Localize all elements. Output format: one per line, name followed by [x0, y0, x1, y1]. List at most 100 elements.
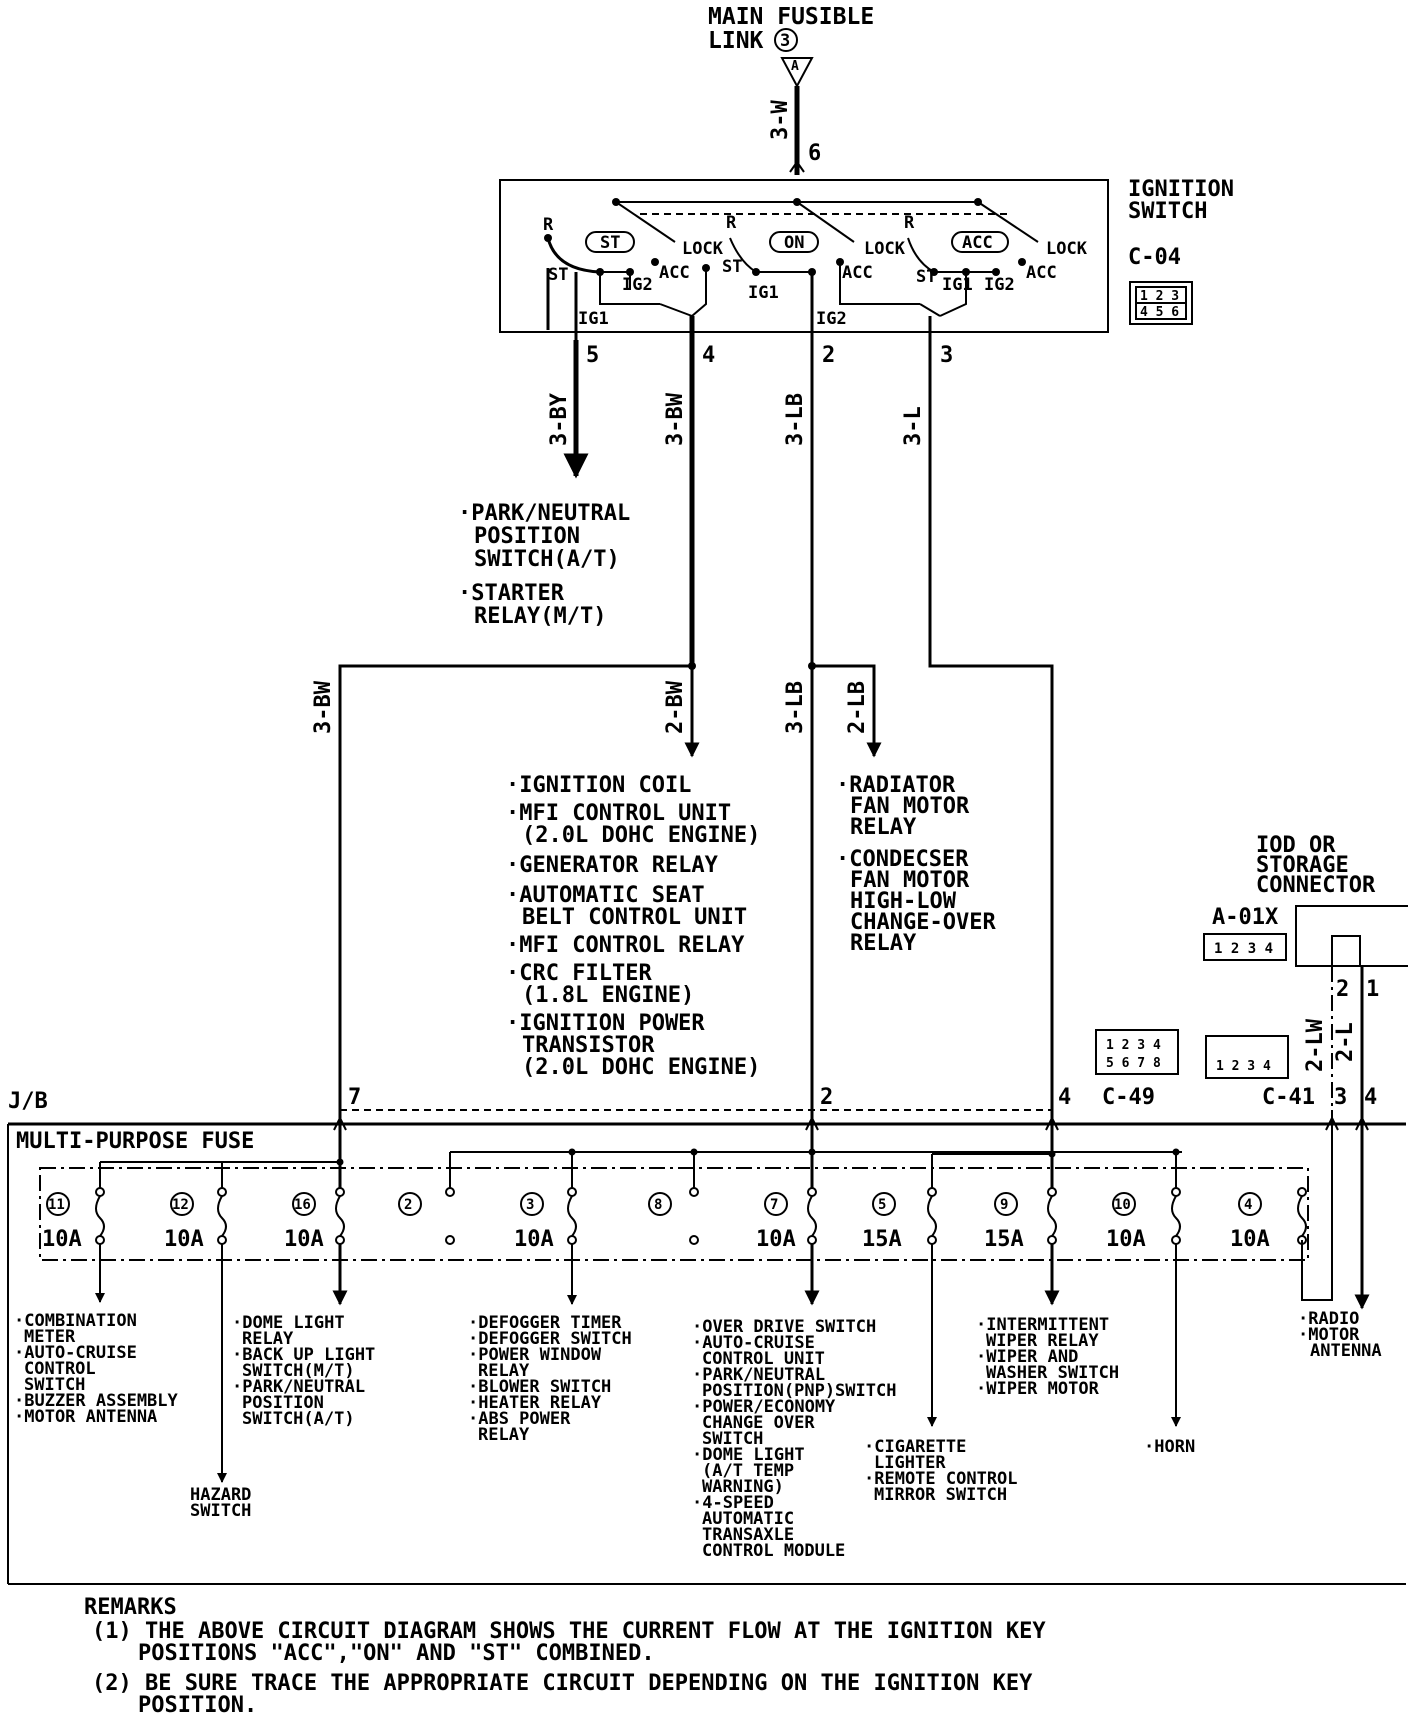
svg-text:·CRC FILTER: ·CRC FILTER — [506, 961, 652, 986]
jb-input-pin-2: 2 — [820, 1085, 833, 1110]
svg-text:·4-SPEED: ·4-SPEED — [692, 1493, 774, 1513]
iod-title-2: STORAGE — [1256, 853, 1349, 878]
svg-text:CHANGE-OVER: CHANGE-OVER — [850, 910, 996, 935]
fusible-link-triangle-icon — [780, 57, 814, 89]
fuse-16: 16 10A — [284, 1187, 345, 1252]
svg-text:·IGNITION COIL: ·IGNITION COIL — [506, 773, 691, 798]
svg-text:CONTROL MODULE: CONTROL MODULE — [702, 1541, 845, 1561]
fuse-block-title: MULTI-PURPOSE FUSE — [16, 1129, 254, 1154]
svg-text:·MFI CONTROL RELAY: ·MFI CONTROL RELAY — [506, 933, 745, 958]
loads-fuse-10: ·HORN — [1144, 1437, 1195, 1457]
svg-text:·MFI CONTROL UNIT: ·MFI CONTROL UNIT — [506, 801, 731, 826]
ignition-switch-connector-label: C-04 — [1128, 245, 1181, 270]
fuse-4: 4 10A — [1230, 1187, 1307, 1252]
output-pin-4: 4 — [702, 343, 715, 368]
svg-text:·RADIATOR: ·RADIATOR — [836, 773, 956, 798]
svg-text:3: 3 — [526, 1197, 534, 1213]
svg-text:POSITION(PNP)SWITCH: POSITION(PNP)SWITCH — [702, 1381, 896, 1401]
svg-text:1 2 3 4: 1 2 3 4 — [1216, 1059, 1271, 1074]
jb-input-pin-4b: 4 — [1364, 1085, 1377, 1110]
svg-text:BELT CONTROL UNIT: BELT CONTROL UNIT — [522, 905, 747, 930]
contact-ig1-3: IG1 — [942, 275, 973, 295]
iod-wire-label-lw: 2-LW — [1303, 1018, 1328, 1072]
c49-label: C-49 — [1102, 1085, 1155, 1110]
output-wire-label-3-l: 3-L — [901, 406, 926, 446]
contact-ig2-3: IG2 — [984, 275, 1015, 295]
svg-text:HAZARD: HAZARD — [190, 1485, 251, 1505]
jb-input-pin-7: 7 — [348, 1085, 361, 1110]
svg-text:(2.0L DOHC ENGINE): (2.0L DOHC ENGINE) — [522, 823, 760, 848]
iod-wire-label-l: 2-L — [1333, 1022, 1358, 1062]
svg-text:METER: METER — [24, 1327, 76, 1347]
svg-text:4: 4 — [1244, 1197, 1252, 1213]
contact-r-2: R — [726, 213, 737, 233]
remarks-line-3: (2) BE SURE TRACE THE APPROPRIATE CIRCUI… — [92, 1671, 1033, 1696]
svg-text:SWITCH(A/T): SWITCH(A/T) — [474, 547, 620, 572]
svg-text:1 2 3 4: 1 2 3 4 — [1214, 941, 1273, 957]
contact-r-3: R — [904, 213, 915, 233]
main-fusible-link-label-2: LINK — [708, 28, 764, 54]
output-pin-5: 5 — [586, 343, 599, 368]
fuse-12: 12 10A — [164, 1187, 227, 1252]
loads-fuse-11: ·COMBINATION METER ·AUTO-CRUISE CONTROL … — [14, 1311, 179, 1427]
svg-text:·ABS POWER: ·ABS POWER — [468, 1409, 571, 1429]
fuse-block-outline — [39, 1167, 1309, 1261]
svg-text:FAN MOTOR: FAN MOTOR — [850, 868, 970, 893]
svg-text:FAN MOTOR: FAN MOTOR — [850, 794, 970, 819]
supply-pin-arrow — [789, 160, 805, 173]
svg-text:5 6 7 8: 5 6 7 8 — [1106, 1056, 1161, 1071]
svg-text:·RADIO: ·RADIO — [1298, 1309, 1359, 1329]
svg-text:16: 16 — [294, 1197, 311, 1213]
svg-text:CONTROL UNIT: CONTROL UNIT — [702, 1349, 825, 1369]
fan-loads: ·RADIATOR FAN MOTOR RELAY ·CONDECSER FAN… — [836, 773, 996, 956]
svg-text:AUTOMATIC: AUTOMATIC — [702, 1509, 794, 1529]
output-wire-label-3-lb: 3-LB — [783, 393, 808, 446]
fuse-7: 7 10A — [756, 1187, 817, 1252]
svg-text:·WIPER AND: ·WIPER AND — [976, 1347, 1078, 1367]
svg-text:(2.0L DOHC ENGINE): (2.0L DOHC ENGINE) — [522, 1055, 760, 1080]
svg-text:10: 10 — [1114, 1197, 1131, 1213]
svg-text:12: 12 — [172, 1197, 189, 1213]
svg-text:·GENERATOR RELAY: ·GENERATOR RELAY — [506, 853, 719, 878]
fuse-output-wires — [95, 1244, 1181, 1483]
fusible-link-letter: A — [791, 59, 799, 74]
jb-input-pin-4: 4 — [1058, 1085, 1071, 1110]
svg-text:·HORN: ·HORN — [1144, 1437, 1195, 1457]
contact-lock-1: LOCK — [682, 239, 724, 259]
output-wire-3-l — [928, 316, 1054, 1110]
svg-text:RELAY: RELAY — [478, 1361, 530, 1381]
svg-text:·INTERMITTENT: ·INTERMITTENT — [976, 1315, 1109, 1335]
on-position-badge — [769, 231, 819, 253]
contact-lock-3: LOCK — [1046, 239, 1088, 259]
svg-text:·CIGARETTE: ·CIGARETTE — [864, 1437, 966, 1457]
branch-label-left-bw: 3-BW — [311, 680, 336, 734]
svg-text:10A: 10A — [514, 1227, 554, 1252]
svg-text:2: 2 — [404, 1197, 412, 1213]
svg-text:10A: 10A — [284, 1227, 324, 1252]
contact-ig2-out: IG2 — [816, 309, 847, 329]
svg-text:15A: 15A — [984, 1227, 1024, 1252]
ignition-switch-title: IGNITION — [1128, 177, 1234, 202]
fusible-link-number: 3 — [780, 31, 790, 51]
svg-text:·HEATER RELAY: ·HEATER RELAY — [468, 1393, 602, 1413]
svg-text:·POWER WINDOW: ·POWER WINDOW — [468, 1345, 602, 1365]
svg-text:5: 5 — [878, 1197, 886, 1213]
svg-text:·DEFOGGER SWITCH: ·DEFOGGER SWITCH — [468, 1329, 632, 1349]
acc-position-badge — [951, 231, 1009, 253]
svg-text:RELAY: RELAY — [850, 815, 917, 840]
contact-ig1-out: IG1 — [578, 309, 609, 329]
svg-text:9: 9 — [1000, 1197, 1008, 1213]
branch-wire-fan-lb — [812, 664, 882, 758]
svg-text:·BLOWER SWITCH: ·BLOWER SWITCH — [468, 1377, 611, 1397]
branch-wire-left-bw — [338, 664, 692, 1110]
acc-position-label: ACC — [962, 233, 993, 253]
output-pin-2: 2 — [822, 343, 835, 368]
svg-text:10A: 10A — [1230, 1227, 1270, 1252]
contact-acc-1: ACC — [659, 263, 690, 283]
iod-connector-box — [1295, 905, 1408, 967]
contact-st-2: ST — [722, 257, 742, 277]
branch-label-main-lb: 3-LB — [783, 681, 808, 734]
remarks-line-1: (1) THE ABOVE CIRCUIT DIAGRAM SHOWS THE … — [92, 1619, 1046, 1644]
supply-wire-label: 3-W — [768, 100, 793, 140]
